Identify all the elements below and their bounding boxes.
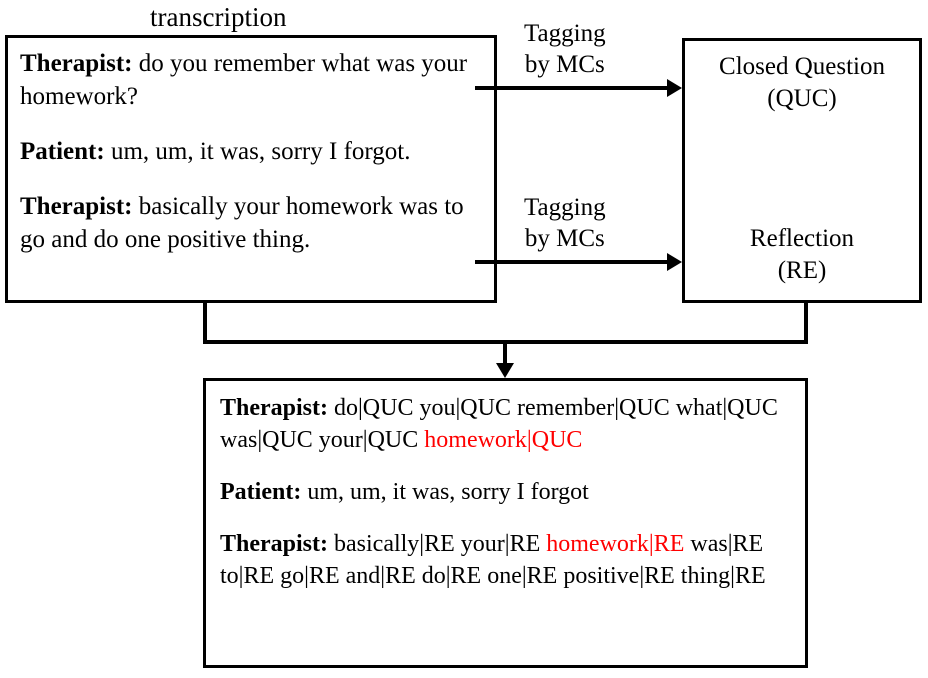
speaker-label: Therapist: — [220, 395, 328, 421]
transcription-caption: transcription — [150, 2, 287, 32]
edge-label-line1: Tagging — [524, 194, 606, 221]
category-name: Closed Question — [719, 53, 885, 80]
transcription-utterance: Therapist: do you remember what was your… — [20, 47, 482, 113]
speaker-label: Patient: — [20, 138, 105, 165]
connector-stem-left — [203, 303, 207, 344]
edge-label-line2: by MCs — [524, 51, 605, 78]
speaker-label: Therapist: — [20, 50, 133, 77]
tagged-utterance: Therapist: basically|RE your|RE homework… — [220, 528, 791, 592]
tagged-output-box: Therapist: do|QUC you|QUC remember|QUC w… — [203, 378, 808, 668]
tagged-text-pre: um, um, it was, sorry I forgot — [301, 479, 589, 505]
speaker-label: Patient: — [220, 479, 302, 505]
arrowhead-right-icon — [667, 79, 682, 97]
speaker-label: Therapist: — [220, 531, 328, 557]
speaker-label: Therapist: — [20, 193, 133, 220]
tagged-text-pre: do|QUC you|QUC remember|QUC what|QUC was… — [220, 395, 778, 453]
connector-stem-right — [804, 303, 808, 344]
utterance-text: um, um, it was, sorry I forgot. — [104, 138, 411, 165]
edge-label-tagging-1: Tagging by MCs — [524, 18, 606, 80]
transcription-utterance: Therapist: basically your homework was t… — [20, 190, 482, 256]
transcription-utterance: Patient: um, um, it was, sorry I forgot. — [20, 135, 482, 168]
arrowhead-right-icon — [667, 253, 682, 271]
category-code: (RE) — [777, 257, 827, 284]
tagged-utterance: Patient: um, um, it was, sorry I forgot — [220, 476, 791, 508]
utterance-text: basically your homework was to go and do… — [20, 193, 464, 253]
edge-label-line1: Tagging — [524, 20, 606, 47]
transcription-text: Therapist: do you remember what was your… — [8, 38, 494, 256]
tagged-text-highlight: homework|QUC — [424, 427, 583, 453]
arrow-line-to-closed-question — [475, 86, 671, 90]
tagged-text-post: was|RE to|RE go|RE and|RE do|RE one|RE p… — [220, 531, 766, 589]
utterance-text: do you remember what was your homework? — [20, 50, 468, 110]
category-box: Closed Question (QUC) Reflection (RE) — [682, 38, 922, 303]
connector-down-line — [503, 340, 507, 368]
tagged-text-pre: basically|RE your|RE — [328, 531, 547, 557]
edge-label-line2: by MCs — [524, 225, 605, 252]
tagged-utterance: Therapist: do|QUC you|QUC remember|QUC w… — [220, 392, 791, 456]
category-reflection: Reflection (RE) — [685, 223, 919, 287]
transcription-box: Therapist: do you remember what was your… — [5, 35, 497, 303]
tagged-text-highlight: homework|RE — [546, 531, 685, 557]
tagged-output-text: Therapist: do|QUC you|QUC remember|QUC w… — [206, 381, 805, 592]
arrow-line-to-reflection — [475, 260, 671, 264]
category-closed-question: Closed Question (QUC) — [685, 51, 919, 115]
arrowhead-down-icon — [496, 363, 514, 378]
category-code: (QUC) — [767, 85, 837, 112]
category-name: Reflection — [749, 225, 855, 252]
edge-label-tagging-2: Tagging by MCs — [524, 192, 606, 254]
